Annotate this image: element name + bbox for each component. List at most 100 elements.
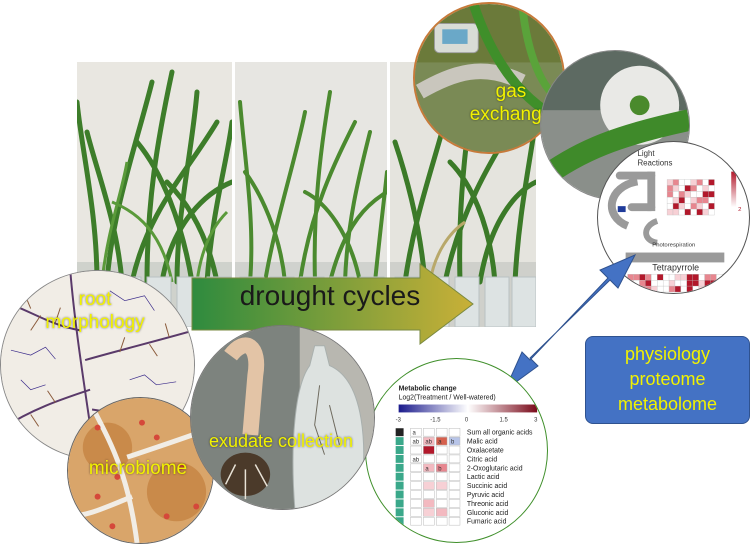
- pathway-heat-cell: [684, 197, 691, 204]
- tetrapyrrole-label: Tetrapyrrole: [652, 262, 699, 272]
- pathway-heat-cell: [678, 197, 685, 204]
- pathway-heat-cell: [686, 285, 693, 293]
- proteome-scale-label: 2: [738, 207, 741, 213]
- metabolite-cell: [423, 472, 435, 481]
- metabolite-cell: [435, 472, 448, 481]
- light-reactions-label-2: Reactions: [637, 159, 672, 168]
- metabolite-cell: [410, 490, 422, 499]
- light-reactions-heatmap: [666, 179, 715, 216]
- exudate-collection-label: exudate collection: [208, 431, 354, 451]
- metabolite-group-marker: [395, 446, 404, 454]
- root-morphology-label-line2: morphology: [45, 312, 145, 333]
- shoot-label: shoot: [595, 293, 627, 308]
- metabolite-cell: [423, 499, 435, 508]
- pathway-heat-cell: [678, 208, 685, 216]
- metabolite-cell: [435, 490, 448, 499]
- gas-exchange-label-line1: gas: [495, 81, 527, 102]
- metabolite-cell: [410, 454, 422, 464]
- pathway-heat-cell: [639, 274, 646, 281]
- pathway-heat-cell: [702, 191, 709, 198]
- significance-letter: a: [425, 466, 429, 472]
- metabolite-cell: [435, 517, 448, 526]
- pathway-heat-cell: [690, 191, 697, 198]
- pathway-heat-cell: [684, 208, 691, 216]
- exudate-collection-circle: [190, 325, 375, 510]
- metabolite-cell: [410, 517, 422, 526]
- pathway-heat-cell: [708, 185, 715, 192]
- pathway-heat-cell: [672, 203, 680, 210]
- metabolite-cell: [410, 508, 422, 517]
- pathway-heat-cell: [690, 203, 697, 210]
- pathway-heat-cell: [708, 179, 715, 186]
- scale-tick-label: 3: [534, 417, 538, 423]
- pathway-heat-cell: [684, 191, 691, 198]
- pathway-heat-cell: [716, 274, 723, 281]
- metabolite-cell: [435, 481, 448, 490]
- metabolite-cell: [410, 499, 422, 508]
- pathway-heat-cell: [666, 203, 674, 210]
- metabolite-name: 2-Oxoglutaric acid: [467, 465, 523, 472]
- metabolite-cell: [435, 454, 448, 464]
- pathway-heat-cell: [662, 285, 670, 293]
- pathway-heat-cell: [684, 185, 691, 192]
- metabolite-name: Citric acid: [467, 456, 497, 463]
- metabolite-group-marker: [395, 428, 404, 437]
- pathway-heat-cell: [668, 285, 676, 293]
- pathway-heat-cell: [692, 285, 699, 293]
- metabolite-cell: [423, 490, 435, 499]
- metabolite-heatmap-circle: Metabolic change Log2(Treatment / Well-w…: [365, 358, 548, 543]
- pathway-heat-cell: [684, 179, 691, 186]
- pathway-heat-cell: [662, 274, 670, 281]
- gas-exchange-label-line2: exchange: [469, 104, 553, 125]
- pathway-heat-cell: [678, 191, 685, 198]
- significance-letter: ab: [425, 440, 432, 446]
- root-morphology-label-line1: root: [78, 289, 112, 310]
- metabolite-cell: [448, 499, 461, 508]
- pathway-heat-cell: [702, 185, 709, 192]
- pathway-heat-cell: [672, 191, 680, 198]
- metabolite-group-marker: [395, 517, 404, 526]
- metabolite-name: Pyruvic acid: [467, 492, 504, 499]
- pathway-heat-cell: [645, 280, 652, 287]
- pathway-heat-cell: [710, 285, 717, 293]
- scale-tick-label: 0: [465, 417, 469, 423]
- pathway-heat-cell: [708, 208, 715, 216]
- pathway-heat-cell: [657, 274, 664, 281]
- pathway-heat-cell: [696, 208, 703, 216]
- pathway-heat-cell: [708, 197, 715, 204]
- drought-cycles-arrow: [191, 262, 474, 346]
- significance-letter: a: [412, 431, 416, 437]
- metabolite-group-marker: [395, 499, 404, 508]
- pathway-heat-cell: [680, 280, 687, 287]
- metabolite-group-marker: [395, 481, 404, 490]
- pathway-heat-cell: [710, 274, 717, 281]
- pathway-heat-cell: [645, 285, 652, 293]
- metabolite-group-marker: [395, 472, 404, 481]
- pathway-heat-cell: [666, 197, 674, 204]
- scale-tick-label: 1.5: [500, 417, 509, 423]
- pathway-heat-cell: [702, 197, 709, 204]
- metabolite-cell: [410, 481, 422, 490]
- pathway-heat-cell: [698, 274, 705, 281]
- scale-tick-label: -1.5: [430, 417, 441, 423]
- pathway-heat-cell: [639, 285, 646, 293]
- pathway-heat-cell: [678, 179, 685, 186]
- pathway-heat-cell: [668, 280, 676, 287]
- metabolite-name: Sum all organic acids: [467, 430, 533, 437]
- metabolite-cell: [448, 445, 461, 455]
- pathway-heat-cell: [696, 179, 703, 186]
- pathway-heat-cell: [696, 191, 703, 198]
- metabolite-group-marker: [395, 463, 404, 472]
- gas-exchange-circle: [413, 2, 565, 154]
- pathway-heat-cell: [704, 280, 711, 287]
- pathway-heat-cell: [696, 185, 703, 192]
- analysis-metabolome: metabolome: [617, 394, 718, 414]
- metabolite-cell: [448, 463, 461, 473]
- pathway-heat-cell: [674, 280, 682, 287]
- pathway-heat-cell: [666, 179, 674, 186]
- pathway-heat-cell: [666, 191, 674, 198]
- pathway-heat-cell: [704, 274, 711, 281]
- pathway-heat-cell: [696, 203, 703, 210]
- metabolite-cell: [410, 463, 422, 473]
- pathway-heat-cell: [639, 280, 646, 287]
